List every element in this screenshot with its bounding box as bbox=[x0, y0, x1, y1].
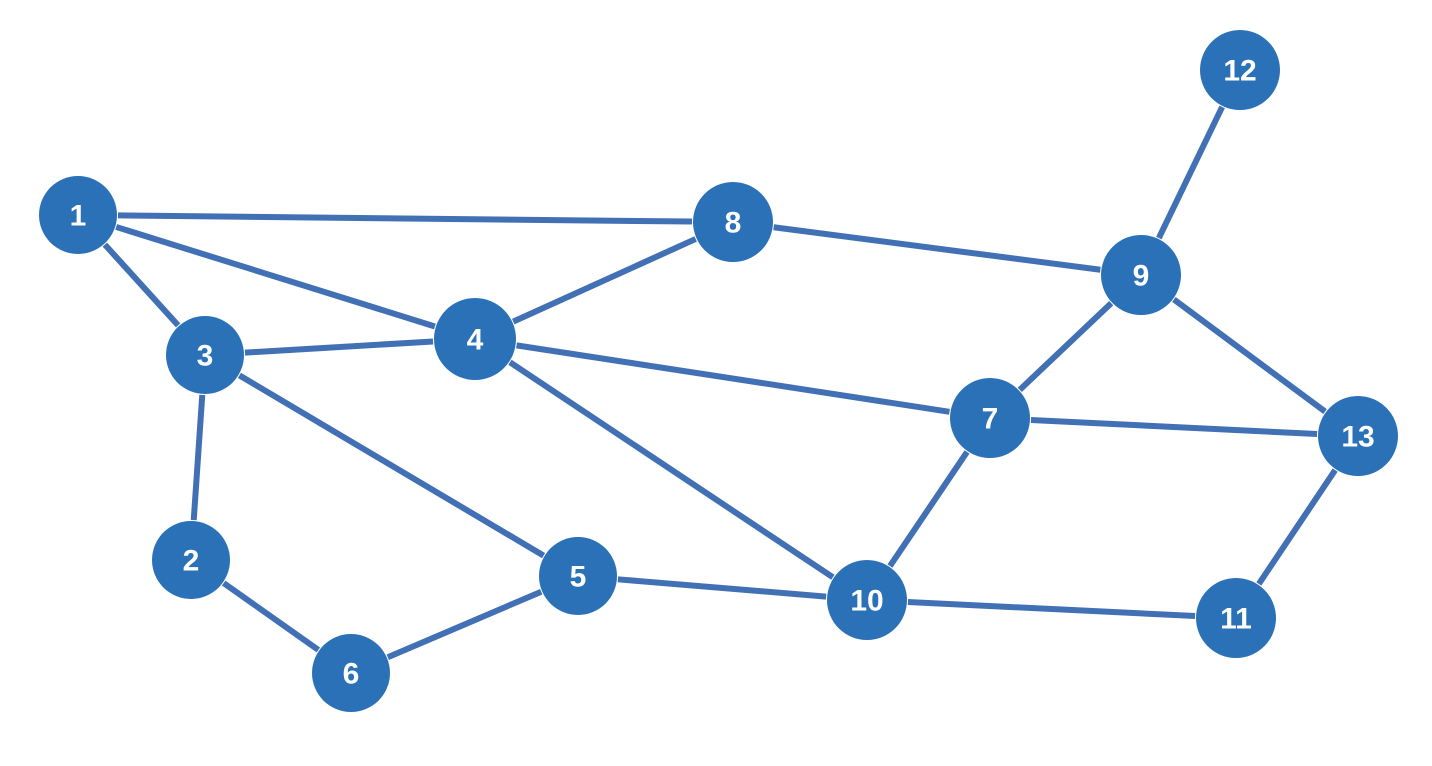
graph-node-label-6: 6 bbox=[343, 658, 360, 691]
graph-node-11[interactable]: 11 bbox=[1196, 578, 1276, 658]
graph-edge-1-4 bbox=[115, 224, 436, 330]
graph-edge-4-8 bbox=[512, 236, 697, 325]
graph-edge-6-5 bbox=[386, 588, 543, 661]
graph-node-label-11: 11 bbox=[1220, 603, 1252, 636]
graph-edge-3-2 bbox=[190, 394, 206, 521]
graph-node-circle-5[interactable] bbox=[539, 537, 617, 615]
graph-edge-1-3 bbox=[102, 242, 181, 328]
graph-node-label-2: 2 bbox=[183, 545, 200, 578]
graph-node-label-10: 10 bbox=[850, 585, 883, 618]
graph-node-label-12: 12 bbox=[1223, 55, 1256, 88]
graph-node-circle-10[interactable] bbox=[827, 560, 907, 640]
graph-node-label-9: 9 bbox=[1133, 260, 1150, 293]
graph-node-circle-4[interactable] bbox=[434, 298, 516, 380]
graph-edge-3-5 bbox=[237, 372, 546, 559]
graph-node-circle-6[interactable] bbox=[312, 634, 390, 712]
graph-node-label-5: 5 bbox=[570, 561, 587, 594]
graph-node-label-4: 4 bbox=[467, 324, 484, 357]
graph-node-circle-11[interactable] bbox=[1196, 578, 1276, 658]
graph-edge-9-7 bbox=[1017, 301, 1114, 392]
graph-edge-2-6 bbox=[221, 580, 321, 653]
graph-edge-8-9 bbox=[773, 224, 1101, 273]
edge-layer bbox=[102, 105, 1338, 661]
graph-node-1[interactable]: 1 bbox=[39, 176, 117, 254]
graph-node-label-13: 13 bbox=[1341, 421, 1374, 454]
graph-edge-7-13 bbox=[1030, 417, 1318, 437]
graph-node-circle-3[interactable] bbox=[166, 316, 244, 394]
graph-node-label-1: 1 bbox=[70, 200, 87, 233]
graph-node-circle-9[interactable] bbox=[1101, 235, 1181, 315]
graph-node-3[interactable]: 3 bbox=[166, 316, 244, 394]
graph-node-8[interactable]: 8 bbox=[693, 182, 773, 262]
graph-node-4[interactable]: 4 bbox=[434, 298, 516, 380]
graph-node-circle-1[interactable] bbox=[39, 176, 117, 254]
graph-node-6[interactable]: 6 bbox=[312, 634, 390, 712]
graph-edge-7-10 bbox=[887, 450, 970, 568]
graph-node-12[interactable]: 12 bbox=[1200, 30, 1280, 110]
graph-node-circle-8[interactable] bbox=[693, 182, 773, 262]
graph-node-label-7: 7 bbox=[982, 403, 999, 436]
graph-edge-4-10 bbox=[508, 359, 835, 580]
graph-edge-9-12 bbox=[1156, 105, 1225, 240]
graph-node-circle-13[interactable] bbox=[1318, 396, 1398, 476]
graph-edge-1-8 bbox=[117, 212, 693, 225]
graph-edge-9-13 bbox=[1172, 297, 1327, 414]
graph-edge-4-7 bbox=[516, 342, 950, 415]
graph-edge-3-4 bbox=[244, 338, 434, 356]
graph-node-circle-12[interactable] bbox=[1200, 30, 1280, 110]
graph-node-7[interactable]: 7 bbox=[950, 378, 1030, 458]
graph-node-5[interactable]: 5 bbox=[539, 537, 617, 615]
graph-edge-10-11 bbox=[907, 599, 1196, 619]
graph-node-10[interactable]: 10 bbox=[827, 560, 907, 640]
graph-node-9[interactable]: 9 bbox=[1101, 235, 1181, 315]
graph-edge-5-10 bbox=[617, 576, 827, 600]
graph-node-label-8: 8 bbox=[725, 207, 742, 240]
graph-node-label-3: 3 bbox=[197, 340, 214, 373]
graph-node-circle-7[interactable] bbox=[950, 378, 1030, 458]
graph-node-circle-2[interactable] bbox=[152, 521, 230, 599]
graph-edge-11-13 bbox=[1256, 468, 1338, 586]
graph-node-13[interactable]: 13 bbox=[1318, 396, 1398, 476]
graph-node-2[interactable]: 2 bbox=[152, 521, 230, 599]
